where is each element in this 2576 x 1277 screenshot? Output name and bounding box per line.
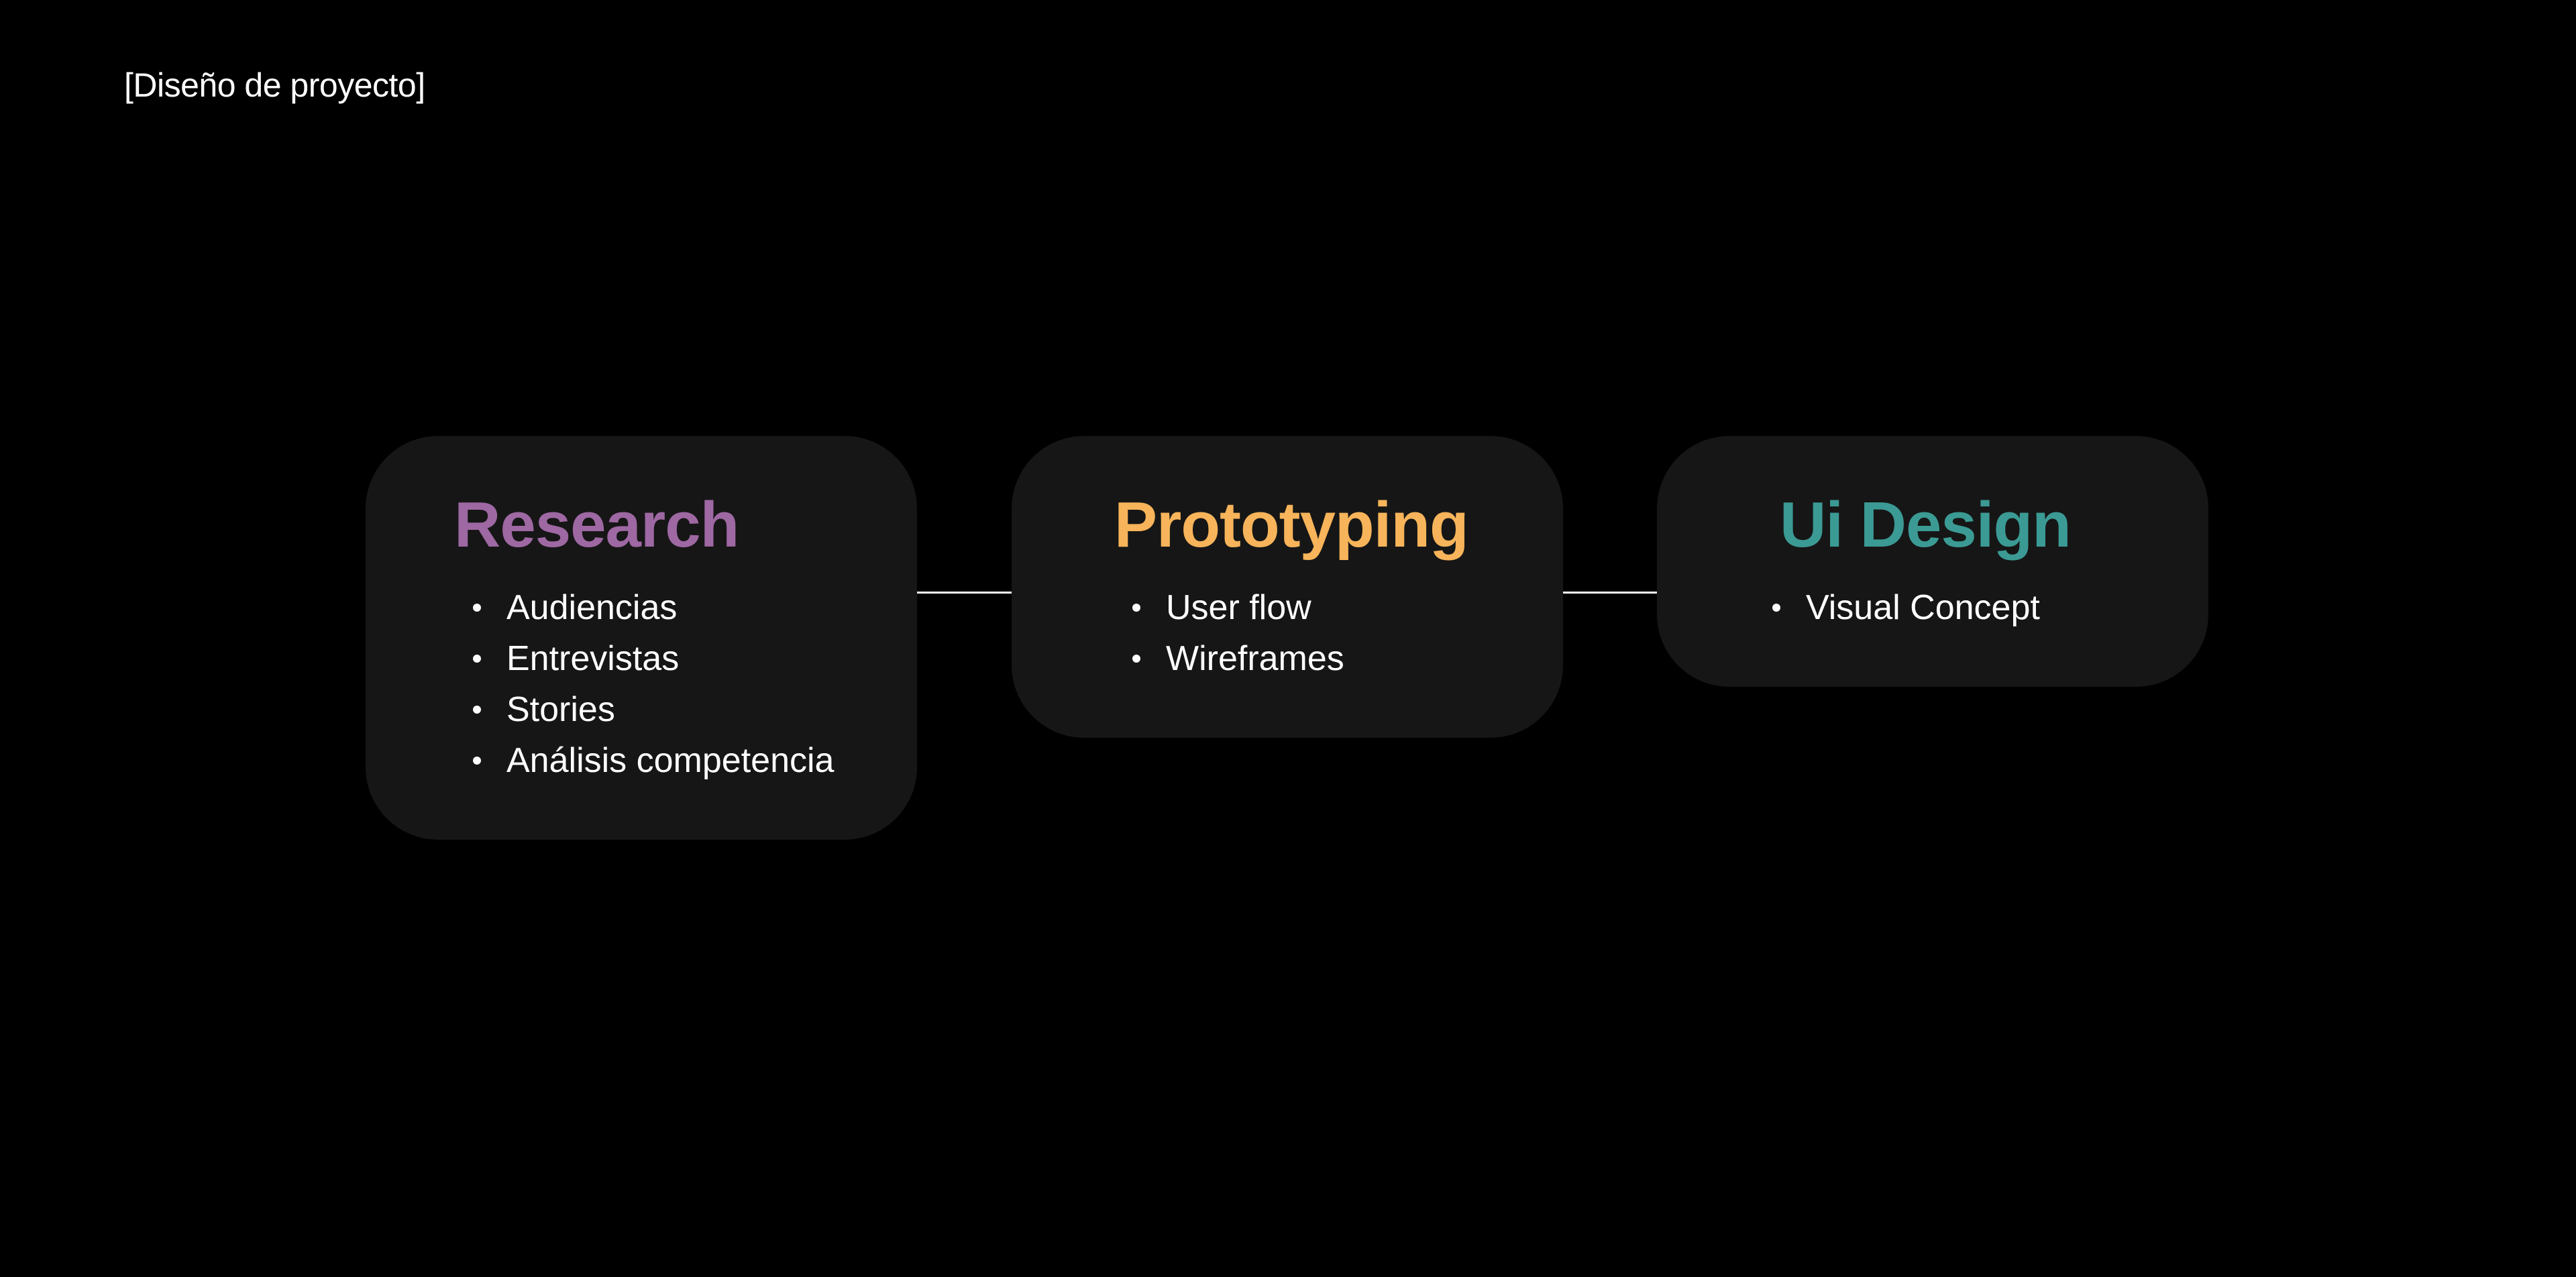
stage-item: Análisis competencia <box>473 735 834 786</box>
stage-card-prototyping: Prototyping User flow Wireframes <box>1012 436 1563 738</box>
stage-item-label: User flow <box>1166 588 1311 627</box>
stage-item: User flow <box>1132 582 1344 633</box>
stage-title-prototyping: Prototyping <box>1114 489 1469 561</box>
bullet-icon <box>1132 604 1140 612</box>
connector-prototyping-ui-design <box>1563 592 1657 594</box>
stage-items-ui-design: Visual Concept <box>1772 582 2040 633</box>
stage-item-label: Entrevistas <box>506 639 680 678</box>
stage-item-label: Stories <box>506 690 615 729</box>
stage-item-label: Audiencias <box>506 588 678 627</box>
page-title: [Diseño de proyecto] <box>124 66 425 104</box>
bullet-icon <box>473 706 481 714</box>
bullet-icon <box>1132 655 1140 663</box>
connector-research-prototyping <box>917 592 1012 594</box>
stage-item: Wireframes <box>1132 633 1344 684</box>
bullet-icon <box>1772 604 1780 612</box>
stage-item: Stories <box>473 684 834 735</box>
bullet-icon <box>473 604 481 612</box>
stage-items-research: Audiencias Entrevistas Stories Análisis … <box>473 582 834 786</box>
stage-card-research: Research Audiencias Entrevistas Stories … <box>366 436 917 840</box>
stage-title-ui-design: Ui Design <box>1780 489 2072 561</box>
stage-item-label: Wireframes <box>1166 639 1344 678</box>
stage-item: Visual Concept <box>1772 582 2040 633</box>
stage-item: Entrevistas <box>473 633 834 684</box>
stage-item-label: Visual Concept <box>1806 588 2040 627</box>
bullet-icon <box>473 757 481 765</box>
stage-item-label: Análisis competencia <box>506 741 835 780</box>
bullet-icon <box>473 655 481 663</box>
stage-items-prototyping: User flow Wireframes <box>1132 582 1344 684</box>
stage-title-research: Research <box>454 489 739 561</box>
stage-item: Audiencias <box>473 582 834 633</box>
stage-card-ui-design: Ui Design Visual Concept <box>1657 436 2208 687</box>
